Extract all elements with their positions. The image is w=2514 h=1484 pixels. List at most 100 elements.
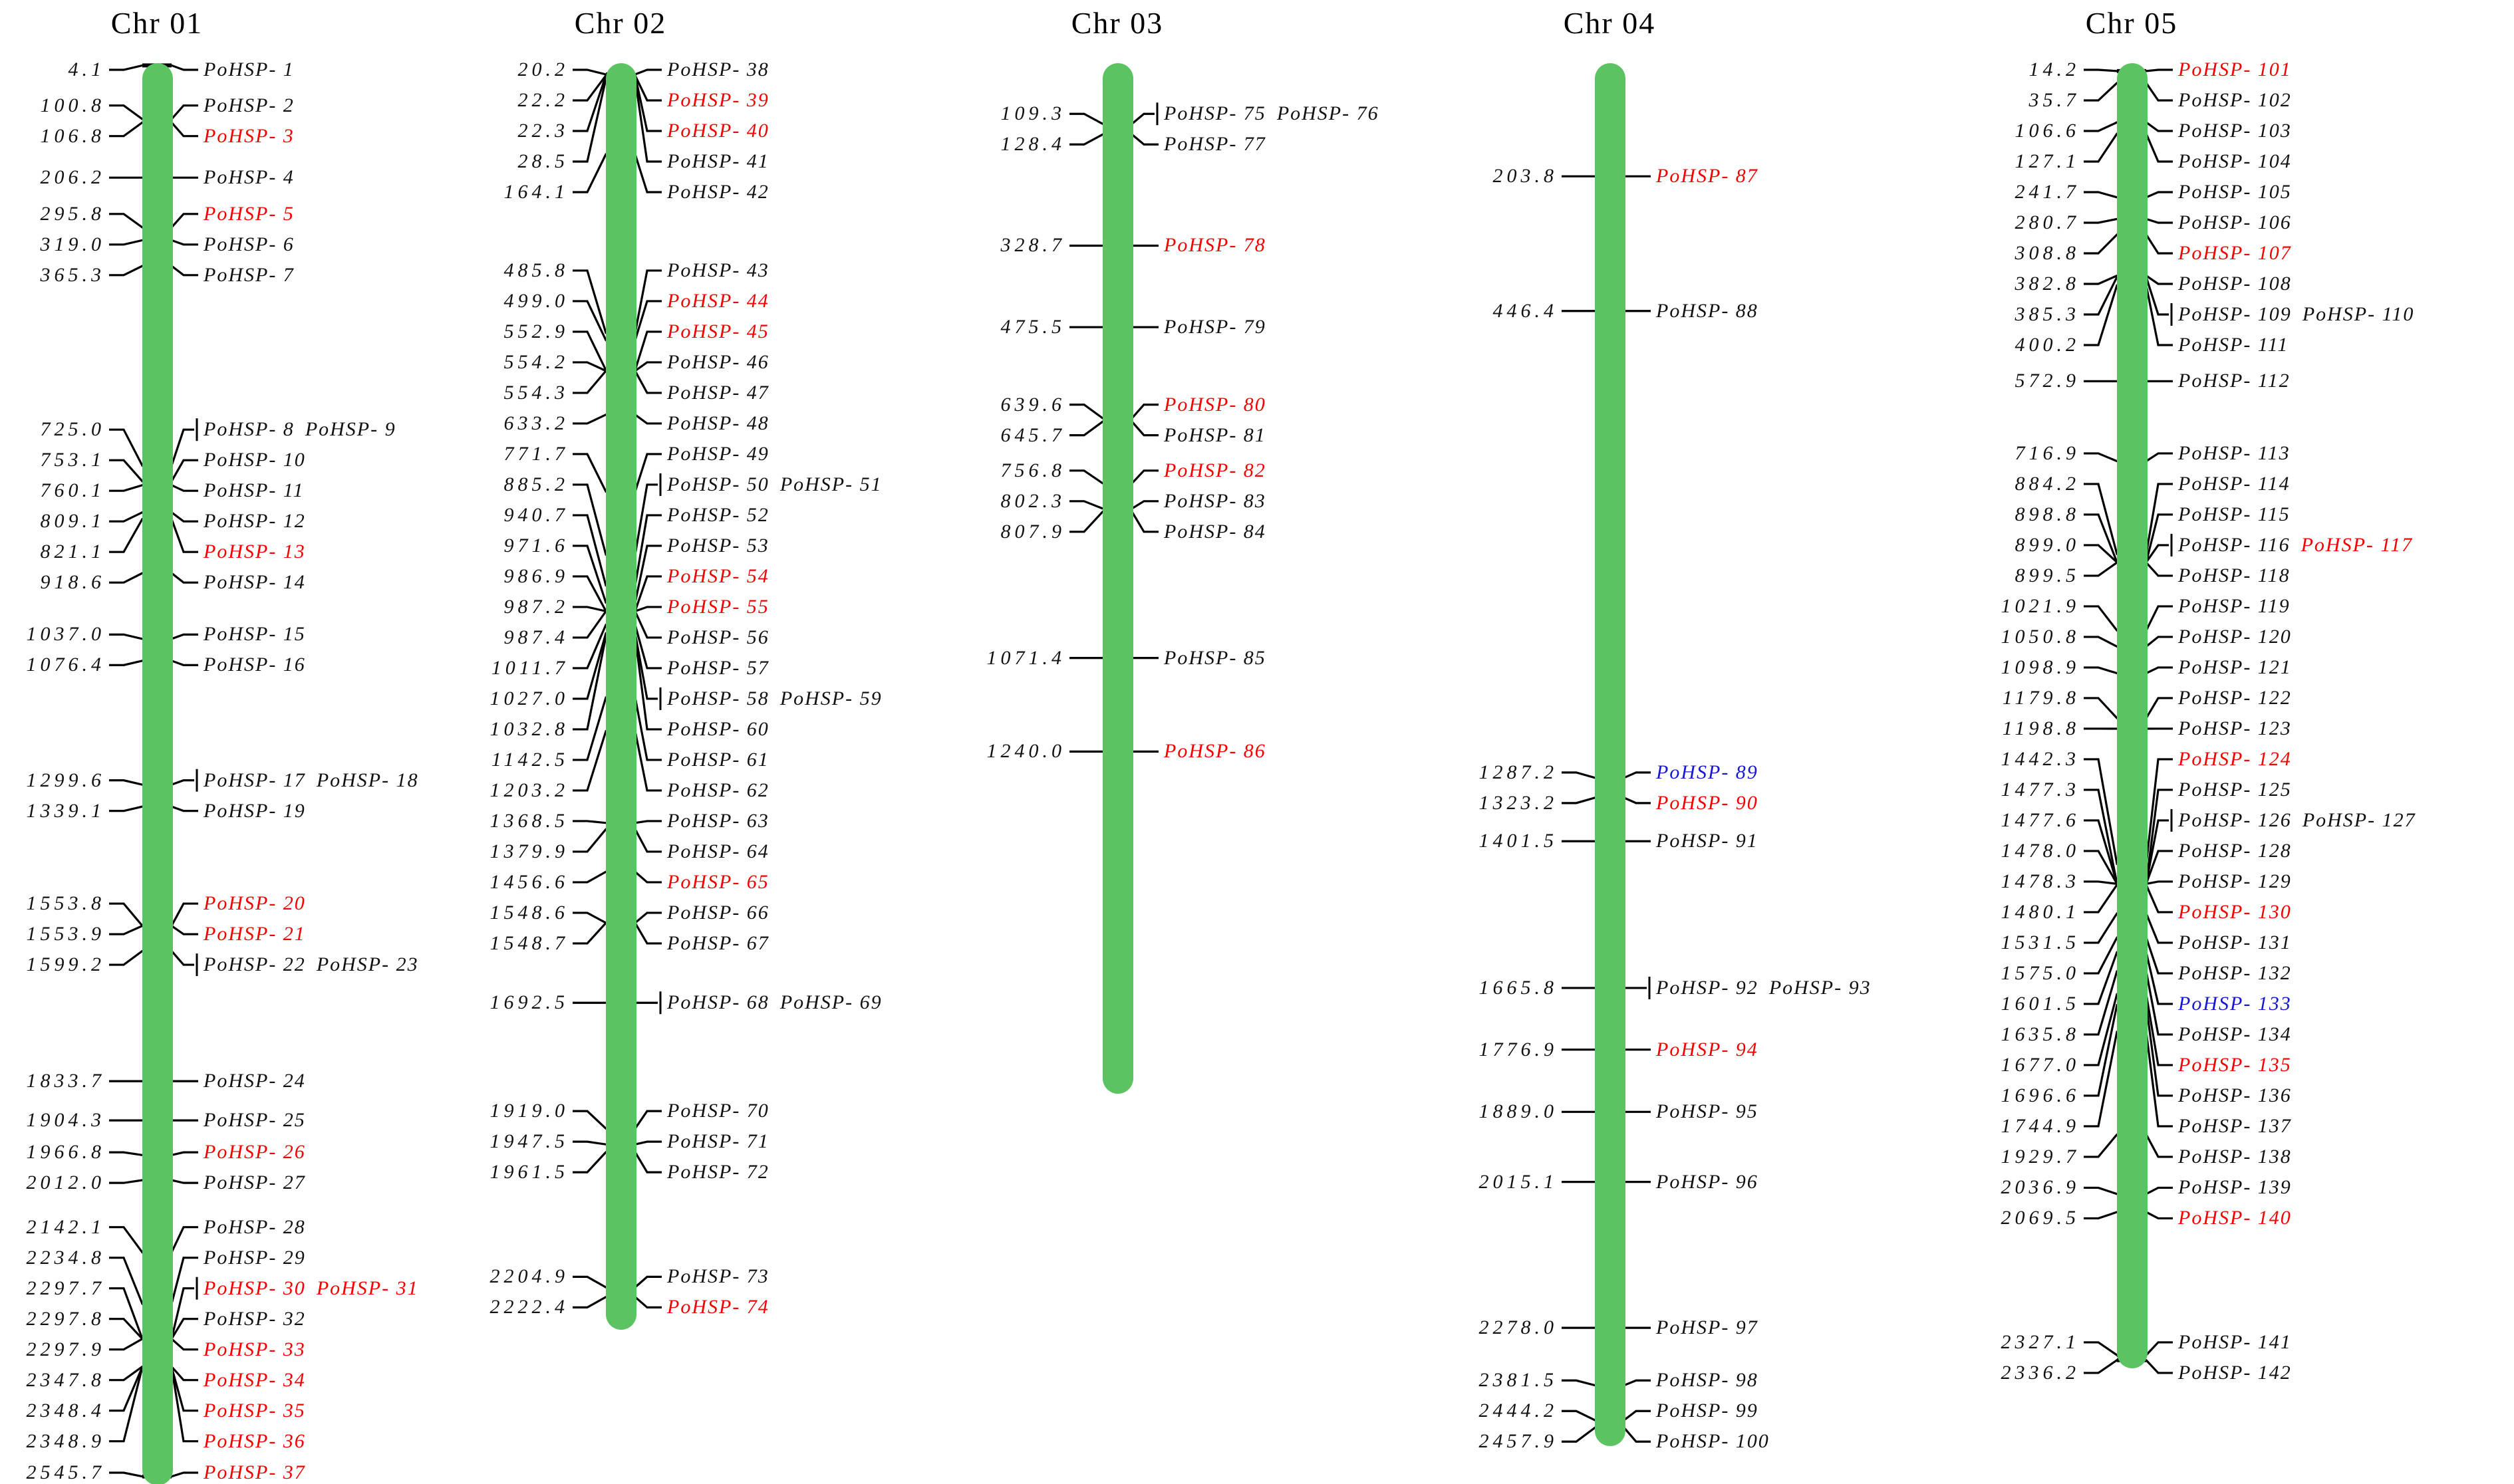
gene-name: PoHSP- 38 [667, 59, 769, 80]
gene-name: PoHSP- 57 [667, 656, 769, 679]
gene-name: PoHSP- 128 [2178, 839, 2292, 862]
gene-name: PoHSP- 29 [204, 1246, 306, 1269]
locus-label: PoHSP- 32 [204, 1308, 306, 1330]
locus-label: PoHSP- 71 [667, 1130, 769, 1153]
locus-label: PoHSP- 56 [667, 626, 769, 649]
locus-label: PoHSP- 141 [2178, 1331, 2292, 1354]
locus-position: 1929.7 [2001, 1145, 2080, 1168]
locus-position: 1575.0 [2001, 961, 2080, 984]
locus-position: 22.3 [517, 120, 569, 142]
locus-label: PoHSP- 135 [2178, 1054, 2292, 1076]
locus-label: PoHSP- 3 [204, 125, 295, 148]
locus-position: 809.1 [40, 510, 105, 533]
gene-name: PoHSP- 116 [2178, 533, 2291, 556]
locus-label: PoHSP- 54 [667, 565, 769, 588]
gene-name: PoHSP- 65 [667, 870, 769, 893]
gene-name: PoHSP- 9 [305, 418, 396, 441]
locus-label: PoHSP- 88 [1656, 300, 1758, 322]
locus-position: 1478.3 [2001, 870, 2080, 892]
gene-name: PoHSP- 104 [2178, 150, 2292, 172]
gene-name: PoHSP- 24 [204, 1070, 306, 1092]
locus-label: PoHSP- 43 [667, 259, 769, 282]
locus-position: 987.4 [503, 626, 569, 648]
locus-position: 1553.8 [26, 892, 105, 915]
gene-name: PoHSP- 19 [204, 799, 306, 822]
gene-name: PoHSP- 95 [1656, 1100, 1758, 1123]
gene-name: PoHSP- 87 [1656, 165, 1758, 187]
locus-position: 485.8 [503, 259, 569, 281]
locus-position: 164.1 [503, 181, 569, 203]
locus-label: PoHSP- 119 [2178, 595, 2291, 618]
locus-position: 753.1 [40, 449, 105, 471]
locus-position: 319.0 [40, 233, 105, 255]
locus-position: 1904.3 [26, 1109, 105, 1132]
gene-name: PoHSP- 77 [1164, 133, 1266, 156]
locus-position: 28.5 [517, 150, 569, 172]
gene-name: PoHSP- 78 [1164, 234, 1266, 257]
locus-position: 971.6 [503, 534, 569, 556]
locus-label: PoHSP- 14 [204, 571, 306, 594]
gene-name: PoHSP- 21 [204, 923, 306, 945]
locus-label: PoHSP- 140 [2178, 1207, 2292, 1229]
gene-name: PoHSP- 93 [1768, 976, 1872, 999]
gene-name: PoHSP- 83 [1164, 489, 1266, 512]
locus-position: 2457.9 [1478, 1430, 1558, 1453]
gene-name: PoHSP- 84 [1164, 520, 1266, 543]
gene-name: PoHSP- 45 [667, 320, 769, 342]
locus-label: PoHSP- 15 [204, 623, 306, 646]
locus-position: 1037.0 [26, 623, 105, 646]
locus-position: 2348.9 [26, 1429, 105, 1452]
locus-label: PoHSP- 48 [667, 412, 769, 435]
locus-position: 100.8 [40, 94, 105, 116]
gene-name: PoHSP- 68 [667, 991, 769, 1014]
gene-name: PoHSP- 58 [667, 687, 769, 709]
chromosome-title: Chr 03 [1071, 6, 1164, 40]
locus-label: PoHSP- 28 [204, 1216, 306, 1239]
gene-name: PoHSP- 123 [2178, 717, 2292, 739]
locus-position: 1548.6 [489, 901, 569, 924]
gene-name: PoHSP- 4 [204, 166, 295, 189]
gene-name: PoHSP- 40 [667, 120, 769, 142]
locus-position: 1098.9 [2001, 656, 2080, 678]
locus-position: 4.1 [68, 59, 105, 80]
locus-position: 2381.5 [1478, 1369, 1558, 1392]
gene-name: PoHSP- 79 [1164, 316, 1266, 338]
locus-position: 1696.6 [2001, 1084, 2080, 1106]
locus-position: 127.1 [2015, 150, 2080, 172]
locus-label: PoHSP- 72 [667, 1161, 769, 1183]
gene-name: PoHSP- 53 [667, 534, 769, 556]
locus-position: 987.2 [503, 595, 569, 618]
gene-name: PoHSP- 5 [204, 202, 295, 225]
locus-label: PoHSP- 63 [667, 810, 769, 832]
locus-label: PoHSP- 64 [667, 840, 769, 863]
locus-label: PoHSP- 61 [667, 749, 769, 771]
gene-name: PoHSP- 133 [2178, 992, 2292, 1015]
locus-label: PoHSP- 37 [204, 1461, 306, 1484]
locus-label: PoHSP- 113 [2178, 442, 2291, 465]
gene-name: PoHSP- 47 [667, 381, 769, 404]
locus-label: PoHSP- 86 [1164, 740, 1266, 763]
locus-position: 2069.5 [2001, 1207, 2080, 1229]
locus-position: 1677.0 [2001, 1053, 2080, 1076]
chromosome-title: Chr 02 [574, 6, 667, 40]
locus-label: PoHSP- 60 [667, 718, 769, 741]
locus-label: PoHSP- 13 [204, 541, 306, 563]
locus-position: 1919.0 [489, 1100, 569, 1122]
locus-position: 1601.5 [2001, 992, 2080, 1015]
gene-name: PoHSP- 131 [2178, 931, 2292, 953]
gene-name: PoHSP- 114 [2178, 472, 2291, 495]
gene-name: PoHSP- 90 [1656, 791, 1758, 814]
locus-position: 1179.8 [2002, 686, 2080, 709]
locus-position: 22.2 [517, 89, 569, 111]
locus-label: PoHSP- 16 [204, 654, 306, 676]
locus-label: PoHSP- 129 [2178, 870, 2292, 893]
locus-position: 716.9 [2015, 441, 2080, 464]
locus-position: 2297.9 [26, 1338, 105, 1360]
gene-name: PoHSP- 36 [204, 1429, 306, 1452]
locus-label: PoHSP- 27 [204, 1172, 306, 1194]
gene-name: PoHSP- 2 [204, 94, 295, 116]
locus-label: PoHSP- 45 [667, 320, 769, 343]
gene-name: PoHSP- 6 [204, 233, 295, 255]
gene-name: PoHSP- 44 [667, 289, 769, 312]
